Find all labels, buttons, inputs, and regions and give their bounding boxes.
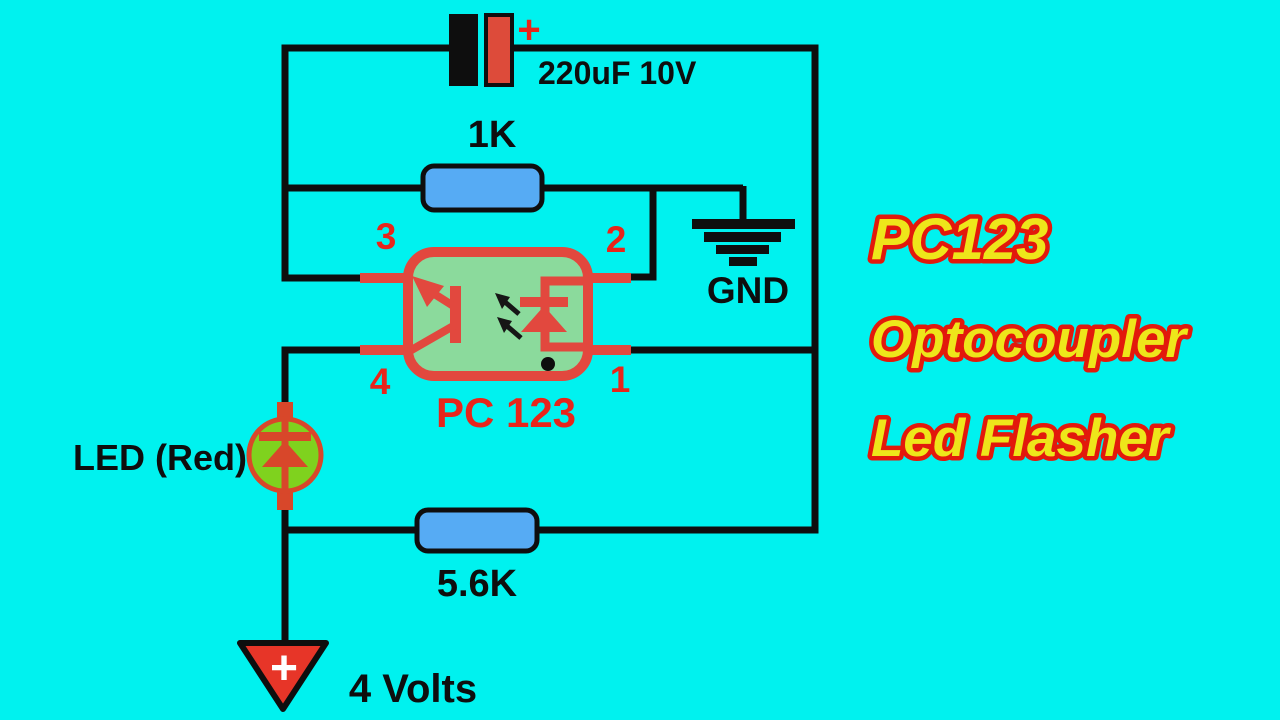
pin1-marker-dot [541,357,555,371]
ir-led-triangle [521,306,567,332]
title-line-3: Led Flasher [871,409,1172,468]
phototransistor-emitter-arrowhead [412,276,444,307]
power-polarity-plus: + [270,642,298,695]
led: LED (Red) [73,402,324,510]
led-cathode-bar [259,432,311,441]
optocoupler-body [403,247,593,381]
title-block: PC123 Optocoupler Led Flasher [867,203,1194,473]
capacitor: + 220uF 10V [449,8,697,91]
light-arrow-2-head [497,317,512,333]
resistor-5k6-label: 5.6K [437,563,518,605]
power-triangle [237,640,329,712]
resistor-5k6: 5.6K [414,507,540,605]
resistor-1k-body [420,163,545,213]
power-source: + 4 Volts [237,640,477,712]
ir-led-cathode-bar [520,297,568,307]
ground-label: GND [707,270,789,311]
resistor-1k: 1K [420,114,545,213]
phototransistor-base-bar [450,286,461,343]
resistor-1k-label: 1K [468,114,517,156]
led-triangle [262,441,308,467]
title-line-1: PC123 [871,207,1048,272]
wire-pin4-to-led [281,346,362,404]
light-emission-arrows [495,293,523,340]
optocoupler: 3 2 4 1 PC 123 [360,216,631,436]
ground-bar-3 [716,245,769,254]
title-line-2: Optocoupler [871,310,1189,369]
pin1-label: 1 [610,359,631,400]
light-arrow-2-line [505,324,523,340]
led-bottom-stub [277,488,293,510]
pin3-label: 3 [376,216,397,257]
pin4-label: 4 [370,361,391,402]
pin2-label: 2 [606,219,627,260]
power-label: 4 Volts [349,667,477,711]
ground-bar-2 [704,232,781,242]
light-arrow-1-line [503,300,521,316]
optocoupler-label: PC 123 [436,389,576,436]
resistor-5k6-body [414,507,540,554]
ground-bar-1 [692,219,795,229]
phototransistor-collector-line [406,321,457,356]
ir-led-symbol [520,276,584,352]
wire-top-right-rail-bottom [285,44,819,534]
ground-bar-4 [729,257,757,266]
capacitor-plate-negative [449,14,478,86]
capacitor-polarity-plus: + [517,8,540,52]
capacitor-plate-positive [484,13,514,87]
capacitor-label: 220uF 10V [538,55,697,91]
wire-top-left-rail-pin3 [281,44,450,282]
phototransistor-symbol [406,276,461,356]
light-arrow-1-head [495,293,510,309]
wire-pin2-branch [631,188,657,281]
ground-symbol: GND [692,219,795,311]
led-label: LED (Red) [73,437,247,478]
